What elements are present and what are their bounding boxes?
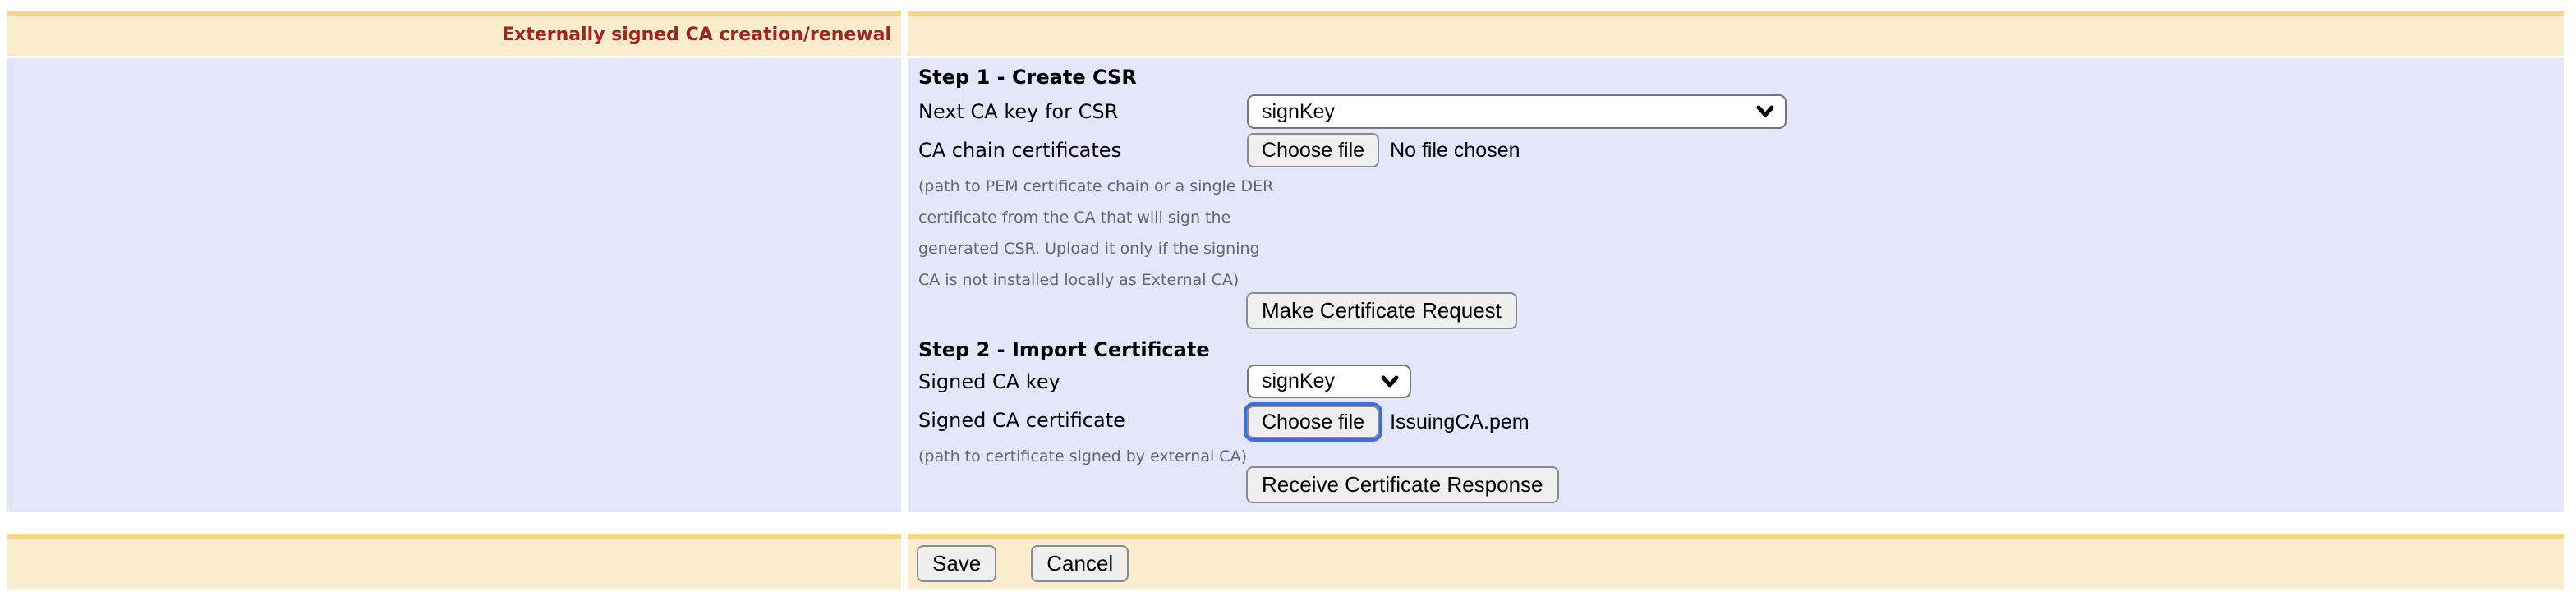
make-certificate-request-button[interactable]: Make Certificate Request	[1246, 292, 1517, 329]
step1-heading: Step 1 - Create CSR	[918, 66, 1137, 89]
signed-ca-key-selected-value: signKey	[1262, 369, 1335, 392]
cancel-button[interactable]: Cancel	[1031, 545, 1129, 582]
signed-cert-choose-file-button[interactable]: Choose file	[1243, 402, 1383, 442]
help-line: (path to PEM certificate chain or a sing…	[918, 177, 1274, 195]
next-ca-key-label: Next CA key for CSR	[918, 100, 1119, 123]
signed-ca-certificate-file-input: Choose file IssuingCA.pem	[1243, 402, 1530, 442]
ca-chain-file-input: Choose file No file chosen	[1247, 133, 1520, 167]
ca-chain-label: CA chain certificates	[918, 139, 1122, 162]
header-cell-title: Externally signed CA creation/renewal	[7, 11, 901, 56]
ca-chain-help-text: (path to PEM certificate chain or a sing…	[918, 171, 1273, 296]
signed-cert-file-chosen-text: IssuingCA.pem	[1390, 410, 1530, 434]
signed-ca-key-label: Signed CA key	[918, 370, 1060, 393]
save-button[interactable]: Save	[917, 545, 997, 582]
next-ca-key-select[interactable]: signKey	[1247, 94, 1787, 129]
footer-left-cell	[7, 534, 901, 589]
chevron-down-icon	[1756, 105, 1774, 117]
chevron-down-icon	[1381, 375, 1399, 387]
receive-certificate-response-button[interactable]: Receive Certificate Response	[1246, 466, 1559, 503]
help-line: CA is not installed locally as External …	[918, 271, 1240, 289]
help-line: certificate from the CA that will sign t…	[918, 209, 1231, 227]
next-ca-key-selected-value: signKey	[1262, 99, 1335, 123]
page-title: Externally signed CA creation/renewal	[502, 25, 891, 45]
step2-heading: Step 2 - Import Certificate	[918, 338, 1210, 361]
main-left-cell	[7, 58, 901, 512]
ca-chain-file-chosen-text: No file chosen	[1390, 138, 1520, 162]
header-cell-spacer	[908, 11, 2564, 56]
signed-ca-key-select[interactable]: signKey	[1247, 365, 1411, 398]
ca-chain-choose-file-button[interactable]: Choose file	[1247, 133, 1380, 167]
footer-buttons-cell: Save Cancel	[908, 534, 2564, 589]
signed-ca-certificate-label: Signed CA certificate	[918, 409, 1125, 432]
help-line: generated CSR. Upload it only if the sig…	[918, 240, 1260, 258]
main-form-cell: Step 1 - Create CSR Next CA key for CSR …	[908, 58, 2564, 512]
signed-cert-help-text: (path to certificate signed by external …	[918, 447, 1247, 466]
